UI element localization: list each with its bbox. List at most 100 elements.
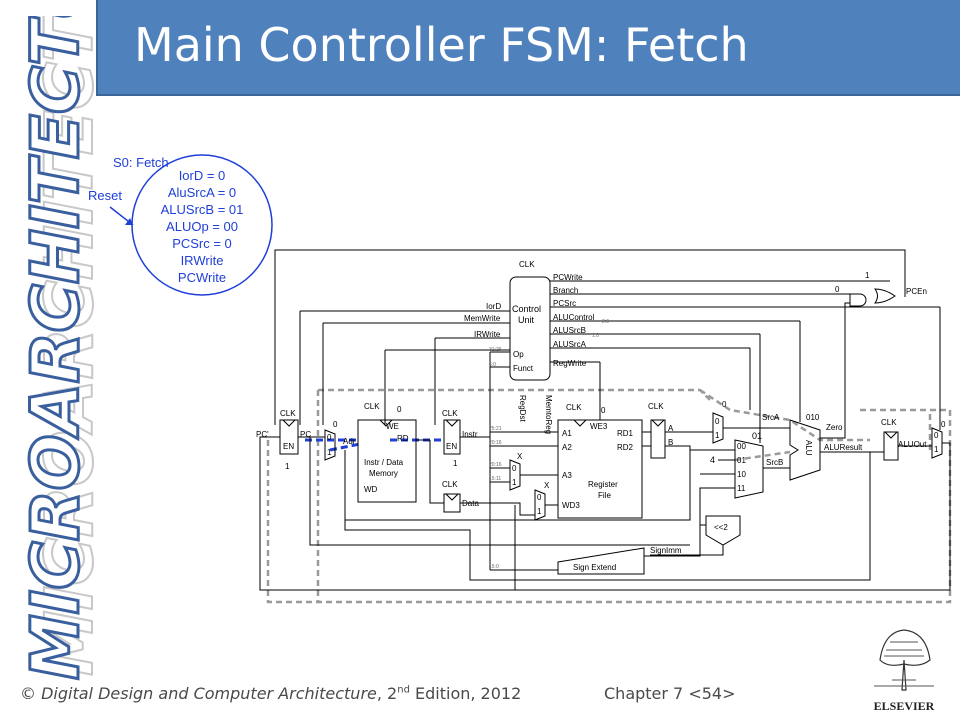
data-register: [443, 493, 461, 513]
iord-mux: [324, 429, 336, 461]
instr-label: Instr: [462, 430, 478, 439]
pc-prime-label: PC': [256, 430, 269, 439]
fsm-state-name: S0: Fetch: [113, 155, 169, 170]
memtoreg-mux-0: 0: [537, 493, 542, 502]
a-label: A: [668, 424, 674, 433]
regdst-mux-0: 0: [512, 464, 517, 473]
rf-a2: A2: [562, 443, 572, 452]
fsm-output-0: IorD = 0: [179, 168, 226, 183]
fsm-output-3: ALUOp = 00: [166, 219, 238, 234]
alusrca-value: 0: [722, 400, 727, 409]
sig-pcwrite: PCWrite: [553, 273, 583, 282]
srcb-mux-11: 11: [737, 484, 746, 493]
mem-clk: CLK: [364, 402, 380, 411]
sig-alusrca: ALUSrcA: [553, 340, 587, 349]
data-clk: CLK: [442, 480, 458, 489]
control-clk: CLK: [519, 260, 535, 269]
fsm-output-1: AluSrcA = 0: [168, 185, 236, 200]
sig-alusrcb: ALUSrcB: [553, 326, 586, 335]
pc-label: PC: [300, 430, 311, 439]
alu-control-value: 010: [806, 413, 820, 422]
zero-label: Zero: [826, 423, 843, 432]
pcsrc-value: 0: [941, 420, 946, 429]
side-title-text: MICROARCHITECTURE: [17, 16, 94, 680]
title-bar: Main Controller FSM: Fetch: [96, 0, 960, 96]
rf-wd3: WD3: [562, 501, 580, 510]
srca-mux: [712, 412, 724, 444]
memtoreg-mux-1: 1: [537, 507, 542, 516]
control-unit-label-2: Unit: [518, 315, 535, 325]
rf-a1: A1: [562, 429, 572, 438]
fetch-highlight: [305, 438, 445, 452]
sig-memwrite: MemWrite: [464, 314, 501, 323]
sign-extend: [557, 547, 645, 575]
mem-rd: RD: [397, 434, 409, 443]
aluout-register: [883, 431, 899, 461]
instr-en: EN: [446, 442, 457, 451]
pcen-feedback: [274, 249, 906, 425]
sig-pcsrc: PCSrc: [553, 299, 576, 308]
shift-left-2: [705, 515, 741, 546]
pcsrc-mux-0: 0: [934, 431, 939, 440]
sig-memtoreg: MemtoReg: [544, 395, 553, 434]
footer-citation: © Digital Design and Computer Architectu…: [20, 684, 522, 703]
reset-arrowhead: [125, 218, 133, 225]
mem-label-2: Memory: [369, 469, 398, 478]
field-25-21: 25:21: [489, 426, 502, 432]
publisher-name: ELSEVIER: [874, 699, 935, 713]
rf-clk: CLK: [566, 403, 582, 412]
sig-iord: IorD: [486, 302, 501, 311]
srcb-mux-01: 01: [737, 456, 746, 465]
fsm-state: S0: Fetch IorD = 0 AluSrcA = 0 ALUSrcB =…: [88, 154, 273, 296]
field-31-26: 31:26: [489, 347, 502, 353]
rf-label-1: Register: [588, 480, 618, 489]
fsm-output-4: PCSrc = 0: [172, 236, 232, 251]
active-path-alu: [699, 388, 870, 442]
srcb-mux: [734, 439, 764, 499]
sig-alusrcb-width: 1:0: [592, 333, 599, 339]
shift-label: <<2: [714, 523, 728, 532]
sig-alucontrol-width: 2:0: [602, 319, 609, 325]
pcsrc-mux-1: 1: [934, 445, 939, 454]
pc-clk: CLK: [280, 409, 296, 418]
field-5-0: 5:0: [489, 362, 496, 368]
control-funct: Funct: [513, 364, 534, 373]
edition-suffix: nd: [397, 684, 410, 696]
iord-mux-1: 1: [327, 448, 332, 457]
control-op: Op: [513, 350, 524, 359]
side-title: MICROARCHITECTURE MICROARCHITECTURE: [16, 16, 95, 682]
alu: [789, 419, 821, 481]
alu-label: ALU: [804, 440, 813, 456]
instr-data-memory: [357, 419, 417, 503]
ab-clk: CLK: [648, 402, 664, 411]
memtoreg-value: X: [544, 481, 550, 490]
aluresult-label: ALUResult: [824, 443, 863, 452]
const-four: 4: [710, 455, 715, 465]
field-20-16: 20:16: [489, 440, 502, 446]
memwrite-value: 0: [397, 405, 402, 414]
edition-rest: Edition, 2012: [415, 684, 522, 703]
irwrite-value: 1: [453, 459, 458, 468]
elsevier-logo: ELSEVIER: [868, 624, 940, 713]
regwrite-value: 0: [601, 406, 606, 415]
edition-number: 2: [387, 684, 398, 703]
side-title-shadow: MICROARCHITECTURE: [31, 16, 94, 676]
sig-alucontrol: ALUControl: [553, 313, 595, 322]
srca-mux-0: 0: [715, 417, 720, 426]
aluout-clk: CLK: [881, 418, 897, 427]
pcwrite-value: 1: [865, 271, 870, 280]
ab-register: [650, 419, 666, 459]
control-unit: [509, 276, 551, 381]
field-20-16b: 20:16: [489, 462, 502, 468]
instr-clk: CLK: [442, 409, 458, 418]
and-gate: [849, 293, 867, 307]
pc-en: EN: [283, 442, 294, 451]
fsm-output-5: IRWrite: [181, 253, 224, 268]
rf-we3: WE3: [590, 422, 608, 431]
branch-value: 0: [835, 285, 840, 294]
rf-label-2: File: [598, 491, 611, 500]
srcb-mux-00: 00: [737, 442, 746, 451]
control-unit-label-1: Control: [512, 304, 541, 314]
pc-en-value: 1: [285, 462, 290, 471]
copyright-symbol: ©: [20, 684, 36, 703]
